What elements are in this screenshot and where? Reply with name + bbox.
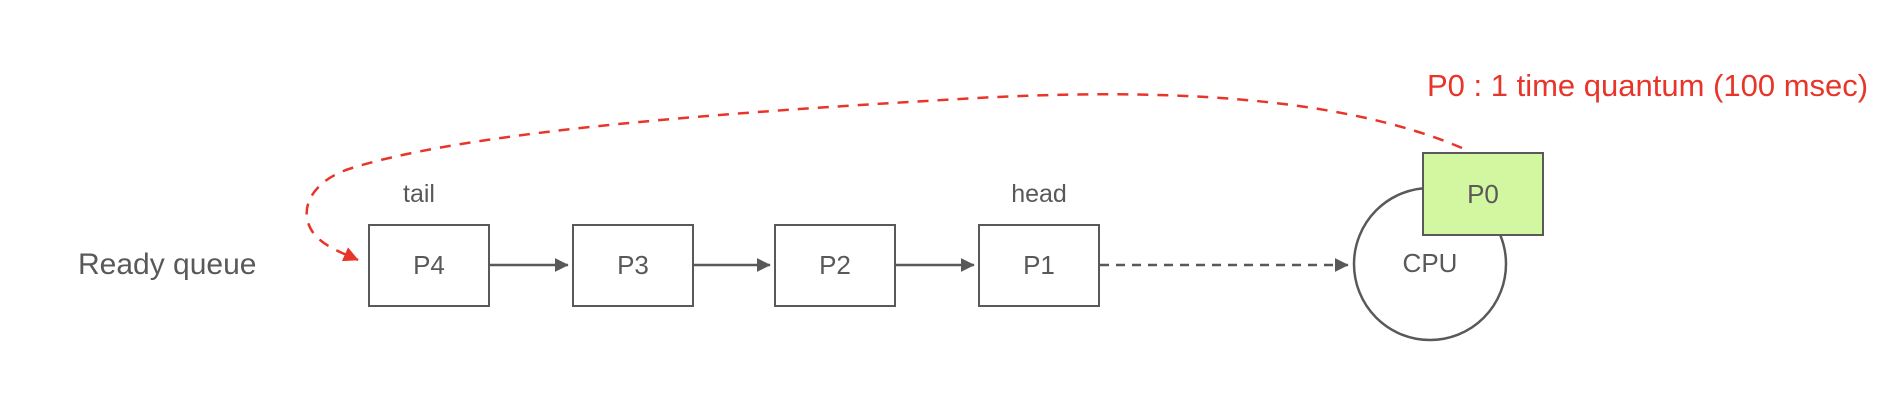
queue-node-label: P2 [819,250,851,280]
running-process-box: P0 [1422,152,1544,236]
queue-node-p3: P3 [572,224,694,307]
cpu-label: CPU [1402,248,1458,278]
ready-queue-label: Ready queue [78,248,257,281]
queue-node-p1: P1 [978,224,1100,307]
tail-label: tail [403,180,435,208]
queue-node-label: P4 [413,250,445,280]
queue-node-p4: P4 [368,224,490,307]
queue-node-label: P1 [1023,250,1055,280]
requeue-arrow [305,93,1463,262]
head-label: head [1011,180,1067,208]
time-quantum-annotation: P0 : 1 time quantum (100 msec) [1427,68,1869,103]
queue-node-label: P3 [617,250,649,280]
running-process-label: P0 [1467,178,1499,209]
queue-node-p2: P2 [774,224,896,307]
